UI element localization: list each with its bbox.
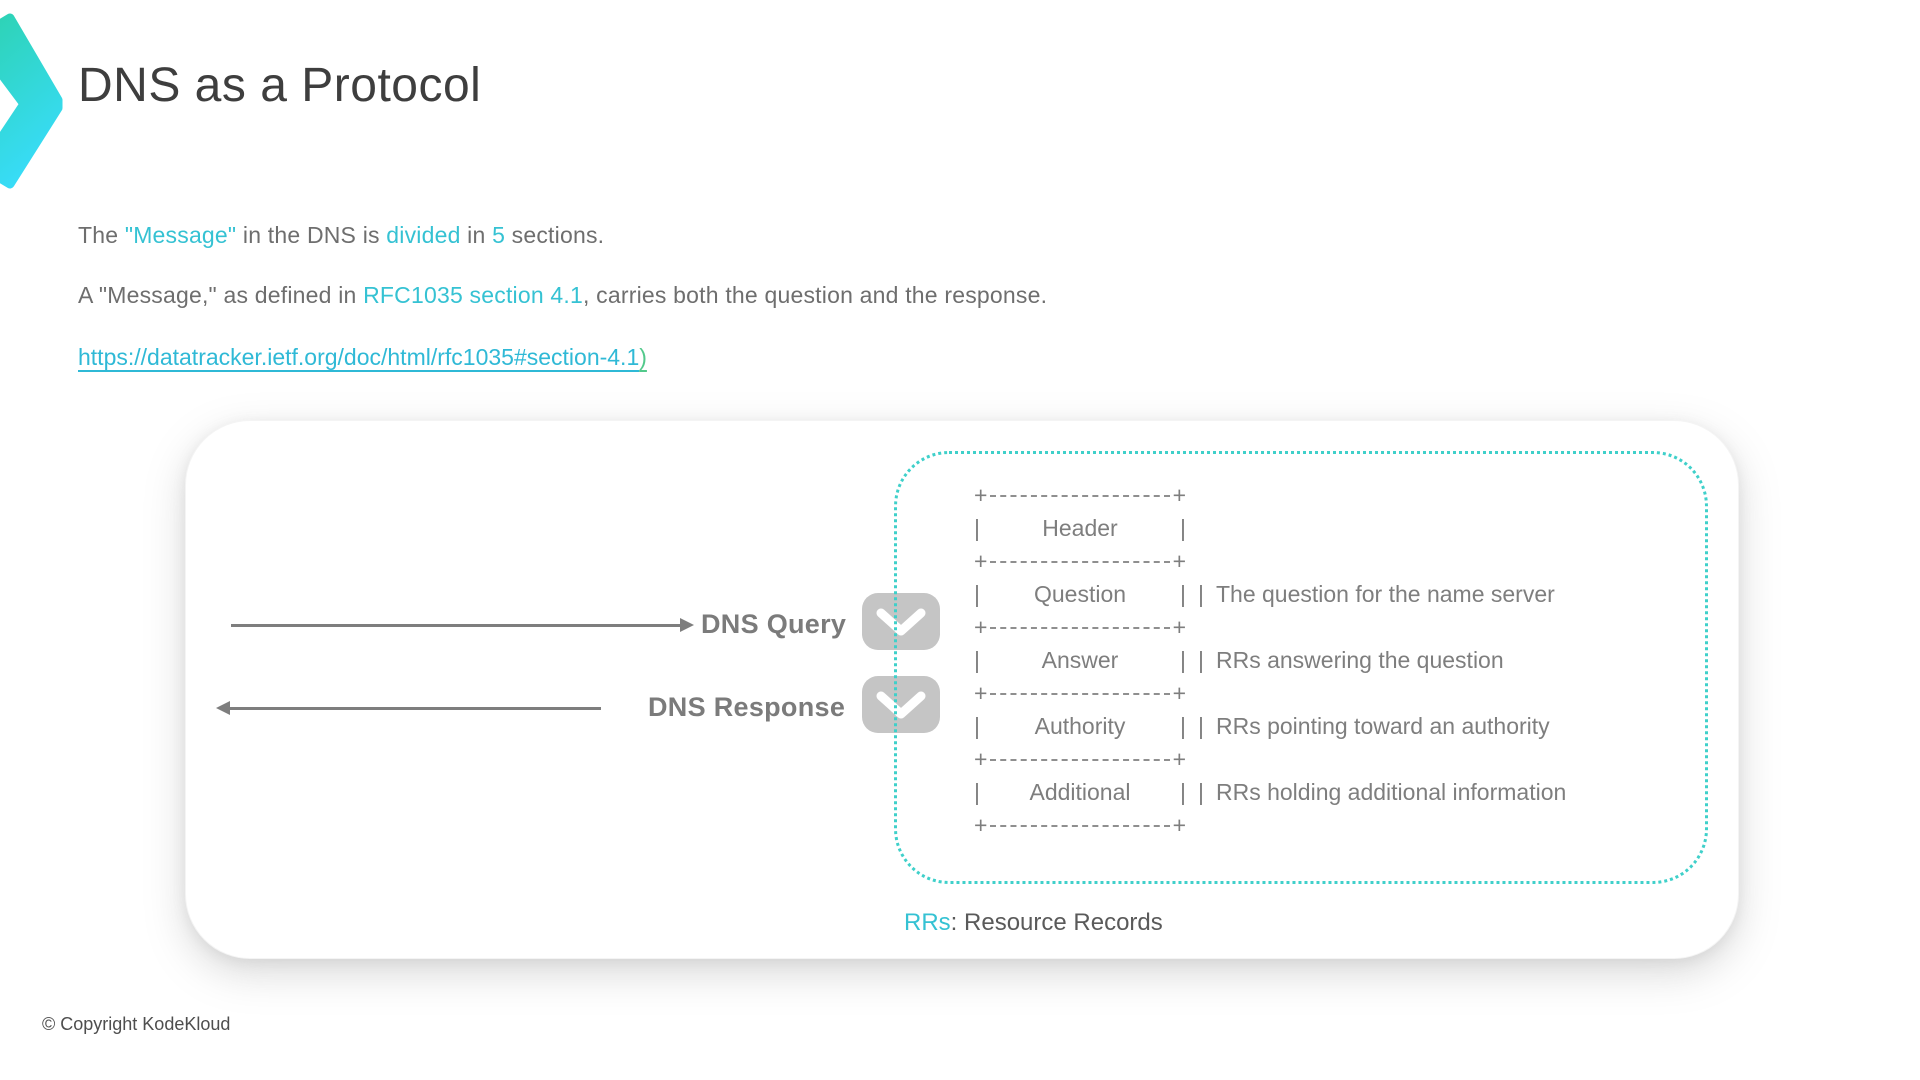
pipe-glyph: | <box>1180 647 1186 673</box>
dash-line <box>990 692 1170 695</box>
section-description: The question for the name server <box>1215 581 1555 607</box>
dns-response-label: DNS Response <box>648 692 846 722</box>
section-description: RRs answering the question <box>1215 647 1504 673</box>
ascii-separator: ++ <box>974 545 1186 578</box>
pipe-glyph: | <box>974 779 980 805</box>
ascii-separator: ++ <box>974 743 1186 776</box>
pipe-glyph: | <box>974 515 980 541</box>
plus-glyph: + <box>974 746 988 772</box>
response-expand-button[interactable] <box>862 676 940 733</box>
plus-glyph: + <box>1172 680 1186 706</box>
highlight-five: 5 <box>492 222 506 248</box>
section-label: Question <box>1033 581 1127 607</box>
section-label: Authority <box>1034 713 1126 739</box>
dash-line <box>990 758 1170 761</box>
dash-line <box>990 560 1170 563</box>
text-part: sections. <box>505 222 605 248</box>
section-row-question: | Question | | The question for the name se… <box>974 578 1566 611</box>
section-row-additional: | Additional | | RRs holding additional inf… <box>974 776 1566 809</box>
plus-glyph: + <box>974 812 988 838</box>
section-label: Answer <box>1041 647 1119 673</box>
plus-glyph: + <box>1172 746 1186 772</box>
text-part: in <box>460 222 493 248</box>
copyright-notice: © Copyright KodeKloud <box>42 1014 231 1034</box>
dns-message-card: DNS Query DNS Response ++ |Header| ++ |Q… <box>185 420 1739 959</box>
pipe-glyph: | <box>1198 581 1204 607</box>
section-row-authority: | Authority | | RRs pointing toward an auth… <box>974 710 1566 743</box>
pipe-glyph: | <box>1198 713 1204 739</box>
chevron-icon <box>0 13 63 189</box>
page-title: DNS as a Protocol <box>78 59 482 112</box>
message-ascii-table: ++ |Header| ++ |Question| |The question … <box>974 479 1566 842</box>
message-structure-box <box>894 451 1708 884</box>
dash-line <box>990 626 1170 629</box>
text-part: in the DNS is <box>236 222 387 248</box>
rfc-link-paren: ) <box>639 344 647 370</box>
highlight-rfc-reference: RFC1035 section 4.1 <box>363 282 583 308</box>
text-part: , carries both the question and the resp… <box>583 282 1048 308</box>
section-label: Additional <box>1029 779 1131 805</box>
dns-query-label: DNS Query <box>701 609 847 639</box>
query-expand-button[interactable] <box>862 593 940 650</box>
pipe-glyph: | <box>1180 515 1186 541</box>
dash-line <box>990 494 1170 497</box>
plus-glyph: + <box>974 548 988 574</box>
section-description: RRs pointing toward an authority <box>1215 713 1550 739</box>
ascii-separator: ++ <box>974 809 1186 842</box>
plus-glyph: + <box>974 614 988 640</box>
rrs-abbr: RRs <box>904 909 951 936</box>
pipe-glyph: | <box>1198 647 1204 673</box>
rfc-link[interactable]: https://datatracker.ietf.org/doc/html/rf… <box>78 344 640 370</box>
plus-glyph: + <box>1172 482 1186 508</box>
chevron-down-icon <box>876 608 926 635</box>
query-arrow <box>231 618 694 632</box>
highlight-message: "Message" <box>124 222 237 248</box>
dash-line <box>990 824 1170 827</box>
section-row-answer: | Answer | | RRs answering the question <box>974 644 1566 677</box>
kodekloud-chevron-logo <box>0 8 66 199</box>
highlight-divided: divided <box>386 222 461 248</box>
rfc-link-line: https://datatracker.ietf.org/doc/html/rf… <box>78 344 647 371</box>
ascii-separator: ++ <box>974 479 1186 512</box>
ascii-separator: ++ <box>974 611 1186 644</box>
section-description: RRs holding additional information <box>1215 779 1567 805</box>
ascii-separator: ++ <box>974 677 1186 710</box>
rrs-note: RRs: Resource Records <box>904 909 1163 937</box>
response-arrow <box>216 701 601 715</box>
pipe-glyph: | <box>1180 779 1186 805</box>
pipe-glyph: | <box>974 647 980 673</box>
plus-glyph: + <box>1172 812 1186 838</box>
pipe-glyph: | <box>1180 581 1186 607</box>
text-part: A "Message," as defined in <box>78 282 364 308</box>
section-label: Header <box>1042 515 1118 541</box>
plus-glyph: + <box>974 680 988 706</box>
plus-glyph: + <box>1172 614 1186 640</box>
chevron-down-icon <box>876 691 926 718</box>
pipe-glyph: | <box>974 713 980 739</box>
intro-paragraph-1: The "Message" in the DNS is divided in 5… <box>78 222 604 249</box>
plus-glyph: + <box>1172 548 1186 574</box>
intro-paragraph-2: A "Message," as defined in RFC1035 secti… <box>78 282 1047 309</box>
pipe-glyph: | <box>1198 779 1204 805</box>
pipe-glyph: | <box>974 581 980 607</box>
rrs-note-text: : Resource Records <box>950 909 1163 936</box>
text-part: The <box>78 222 125 248</box>
plus-glyph: + <box>974 482 988 508</box>
section-row-header: | Header | <box>974 512 1566 545</box>
pipe-glyph: | <box>1180 713 1186 739</box>
